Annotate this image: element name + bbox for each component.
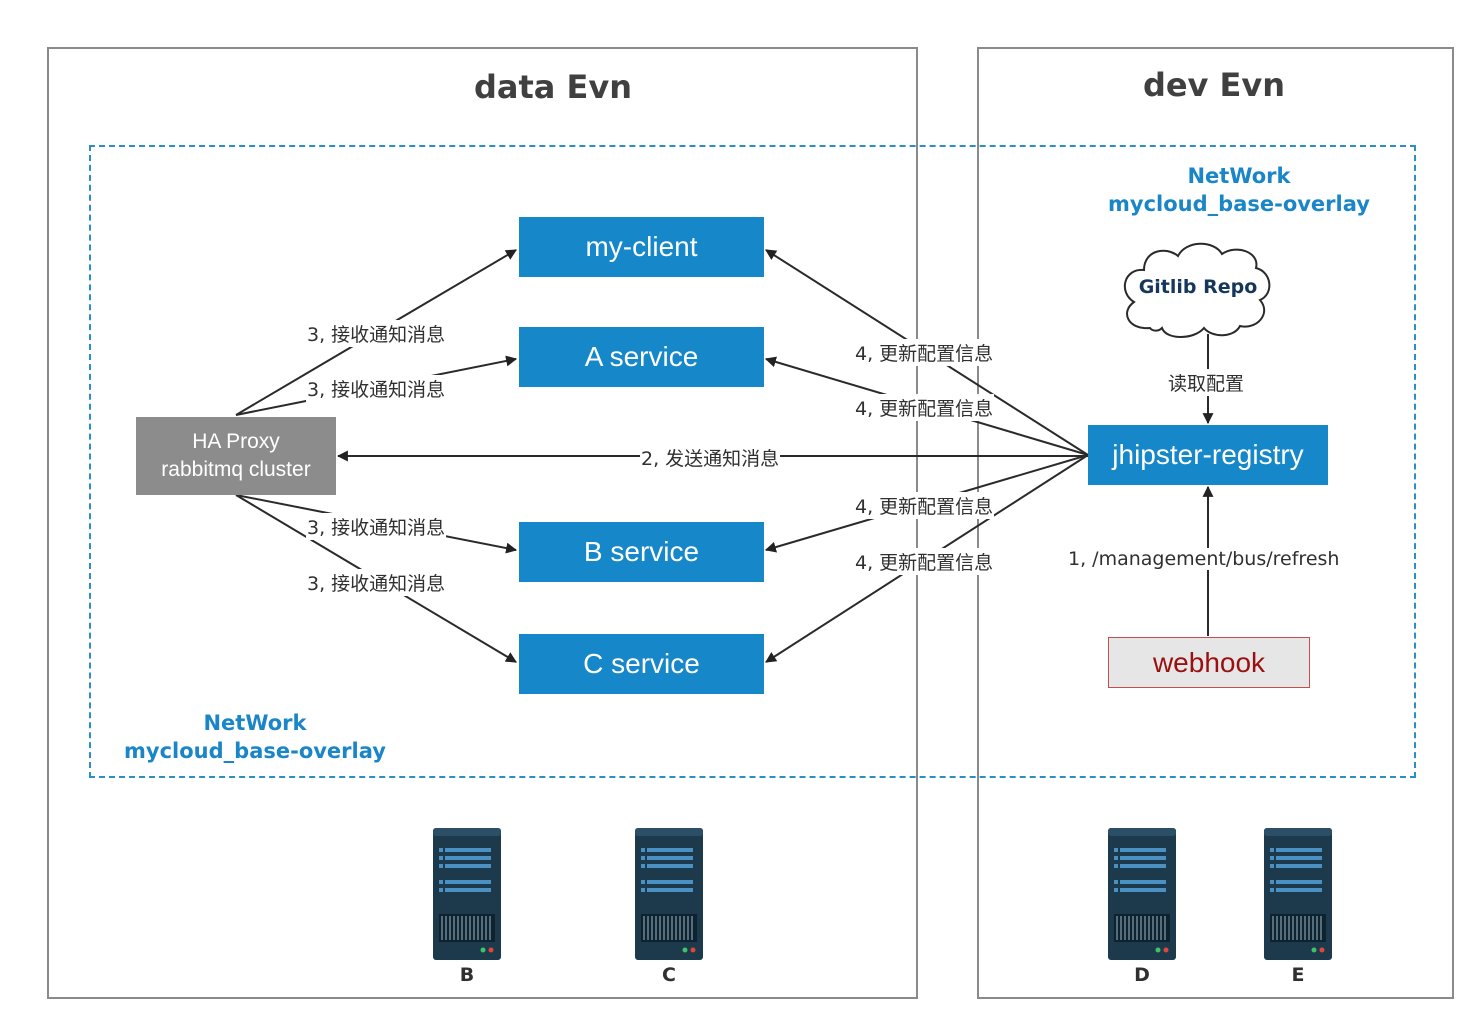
gitlib-cloud-icon bbox=[1123, 242, 1271, 338]
label-update-myclient: 4, 更新配置信息 bbox=[854, 339, 995, 366]
ha-proxy-line2: rabbitmq cluster bbox=[161, 458, 311, 481]
a-service-node: A service bbox=[519, 327, 764, 387]
label-bus-refresh: 1, /management/bus/refresh bbox=[1067, 548, 1341, 570]
webhook-node: webhook bbox=[1108, 637, 1310, 688]
network-label-data: NetWork mycloud_base-overlay bbox=[105, 709, 405, 765]
c-service-node: C service bbox=[519, 634, 764, 694]
ha-proxy-node: HA Proxy rabbitmq cluster bbox=[136, 417, 336, 495]
data-env-box bbox=[47, 47, 918, 999]
label-send-notification: 2, 发送通知消息 bbox=[640, 444, 781, 471]
ha-proxy-line1: HA Proxy bbox=[192, 430, 280, 453]
label-receive-bservice: 3, 接收通知消息 bbox=[306, 513, 447, 540]
server-e-icon bbox=[1263, 827, 1333, 961]
label-receive-aservice: 3, 接收通知消息 bbox=[306, 375, 447, 402]
server-b-label: B bbox=[459, 964, 475, 986]
b-service-node: B service bbox=[519, 522, 764, 582]
network-label-dev-line2: mycloud_base-overlay bbox=[1108, 192, 1370, 216]
network-label-dev-line1: NetWork bbox=[1187, 164, 1291, 188]
network-label-data-line2: mycloud_base-overlay bbox=[124, 739, 386, 763]
label-update-aservice: 4, 更新配置信息 bbox=[854, 394, 995, 421]
server-c-label: C bbox=[662, 964, 676, 986]
server-c-icon bbox=[634, 827, 704, 961]
server-d-label: D bbox=[1134, 964, 1150, 986]
label-update-cservice: 4, 更新配置信息 bbox=[854, 548, 995, 575]
dev-env-title: dev Evn bbox=[1142, 66, 1286, 104]
jhipster-registry-node: jhipster-registry bbox=[1088, 425, 1328, 485]
my-client-node: my-client bbox=[519, 217, 764, 277]
label-receive-cservice: 3, 接收通知消息 bbox=[306, 569, 447, 596]
server-d-icon bbox=[1107, 827, 1177, 961]
network-overlay-box bbox=[89, 145, 1416, 778]
server-b-icon bbox=[432, 827, 502, 961]
server-e-label: E bbox=[1291, 964, 1305, 986]
label-receive-myclient: 3, 接收通知消息 bbox=[306, 320, 447, 347]
network-label-data-line1: NetWork bbox=[203, 711, 307, 735]
gitlib-repo-label: Gitlib Repo bbox=[1138, 276, 1258, 298]
label-update-bservice: 4, 更新配置信息 bbox=[854, 492, 995, 519]
dev-env-box bbox=[977, 47, 1454, 999]
label-read-config: 读取配置 bbox=[1167, 369, 1246, 396]
data-env-title: data Evn bbox=[473, 68, 633, 106]
network-label-dev: NetWork mycloud_base-overlay bbox=[1089, 162, 1389, 218]
